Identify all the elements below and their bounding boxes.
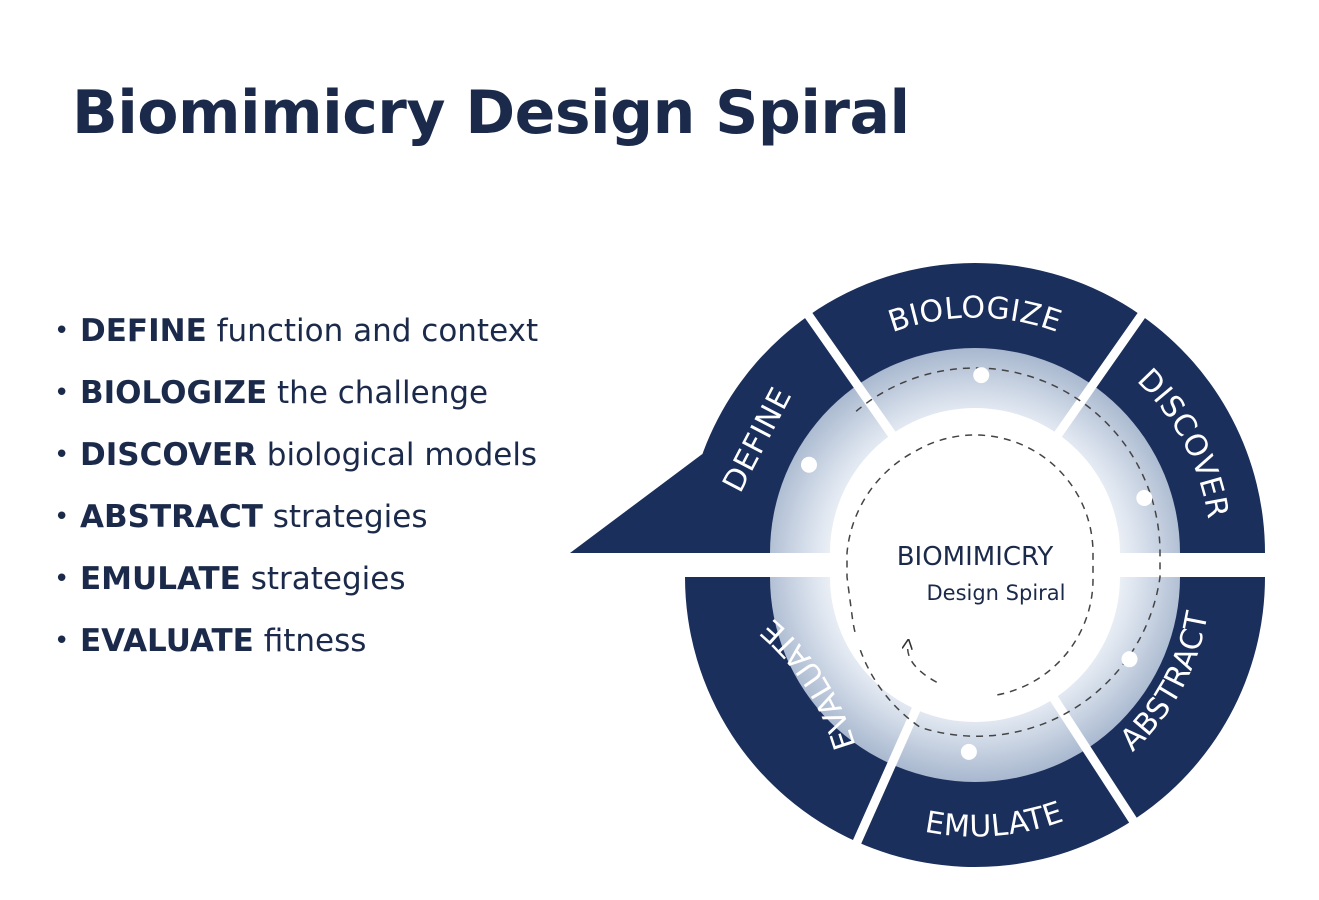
segment-evaluate	[685, 577, 893, 842]
segment-divider	[850, 703, 922, 850]
center-subtitle: Design Spiral	[926, 581, 1065, 605]
steps-list: • DEFINE function and context • BIOLOGIZE …	[50, 308, 550, 680]
step-term: DEFINE	[80, 313, 207, 349]
step-term: EMULATE	[80, 561, 241, 597]
segment-emulate	[857, 748, 1133, 867]
step-dot	[801, 456, 818, 473]
bullet-icon: •	[54, 316, 70, 346]
page-title: Biomimicry Design Spiral	[72, 78, 910, 148]
bullet-icon: •	[54, 502, 70, 532]
spiral-arrow-icon	[908, 644, 938, 683]
step-term: EVALUATE	[80, 623, 254, 659]
step-dots	[801, 367, 1153, 760]
segment-define-extension	[570, 453, 703, 553]
list-item: • ABSTRACT strategies	[50, 494, 550, 540]
step-term: DISCOVER	[80, 437, 257, 473]
step-description: fitness	[263, 623, 367, 659]
outer-segments	[570, 262, 1265, 867]
list-item: • EVALUATE fitness	[50, 618, 550, 664]
step-term: ABSTRACT	[80, 499, 263, 535]
spiral-path	[846, 367, 1161, 737]
segment-discover	[1092, 315, 1265, 553]
list-item: • EMULATE strategies	[50, 556, 550, 602]
list-item: • DISCOVER biological models	[50, 432, 550, 478]
step-description: strategies	[250, 561, 406, 597]
step-dot	[854, 634, 871, 650]
list-item: • DEFINE function and context	[50, 308, 550, 354]
step-description: strategies	[272, 499, 428, 535]
segment-abstract	[1086, 577, 1265, 821]
segment-divider	[1052, 307, 1149, 441]
step-dot	[973, 367, 990, 384]
step-term: BIOLOGIZE	[80, 375, 268, 411]
step-description: the challenge	[277, 375, 489, 411]
segment-biologize	[808, 262, 1142, 386]
step-dot	[1121, 651, 1138, 668]
center-title: BIOMIMICRY	[897, 542, 1054, 572]
bullet-icon: •	[54, 378, 70, 408]
bullet-icon: •	[54, 564, 70, 594]
step-description: biological models	[266, 437, 538, 473]
segment-define	[570, 315, 858, 553]
bullet-icon: •	[54, 626, 70, 656]
step-dot	[1136, 489, 1153, 506]
segment-divider	[801, 307, 898, 441]
step-dot	[960, 743, 977, 760]
list-item: • BIOLOGIZE the challenge	[50, 370, 550, 416]
step-description: function and context	[216, 313, 539, 349]
bullet-icon: •	[54, 440, 70, 470]
segment-divider	[1048, 692, 1140, 828]
